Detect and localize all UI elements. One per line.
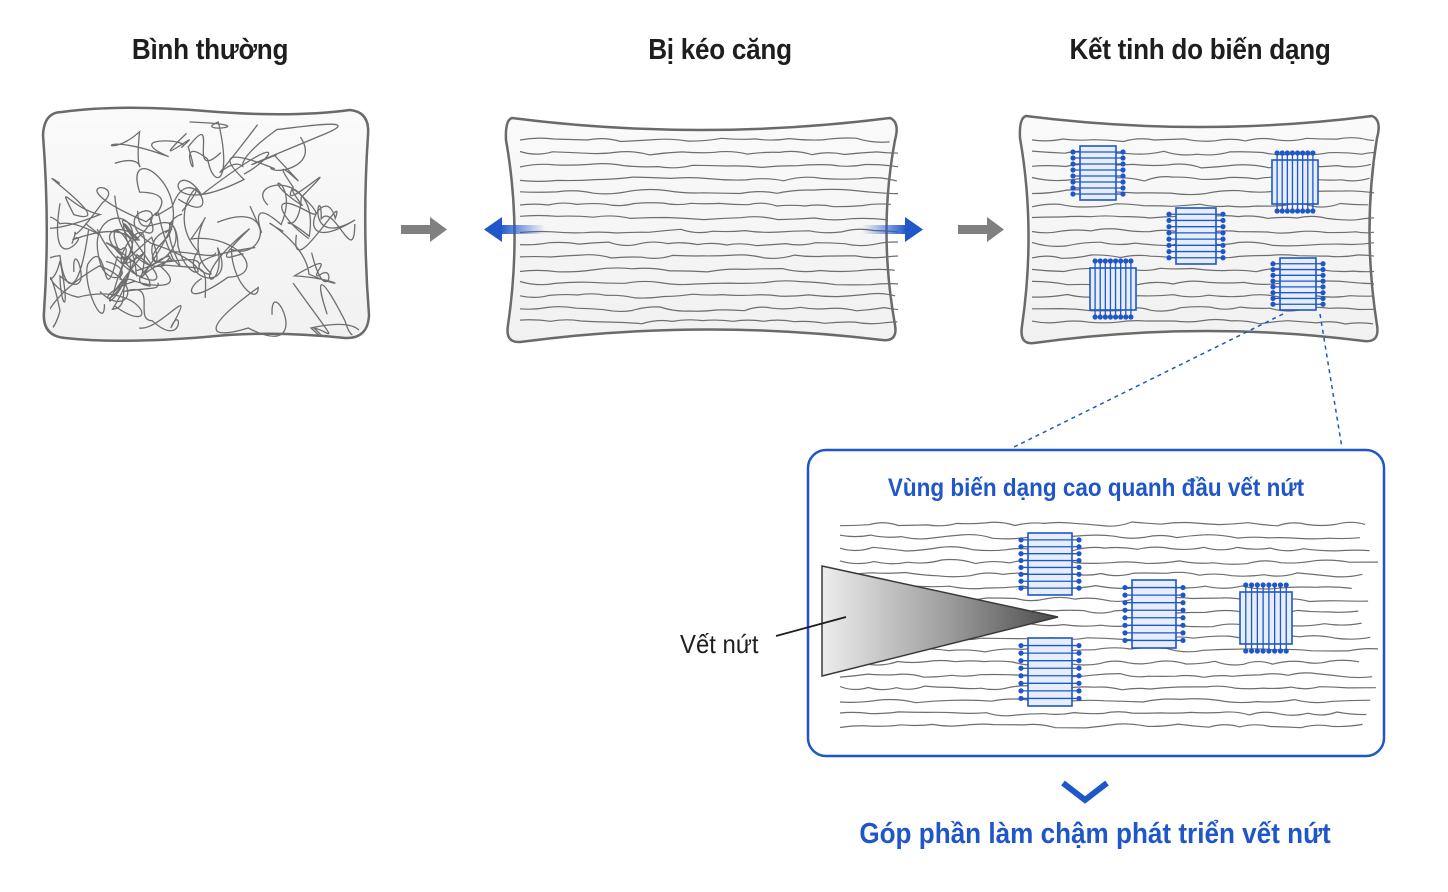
crystallite: [1271, 150, 1319, 214]
polymer-chain: [519, 214, 889, 221]
polymer-chain: [122, 221, 207, 299]
polymer-chain: [295, 205, 356, 251]
panel-title-normal: Bình thường: [131, 34, 289, 66]
polymer-chain: [113, 222, 177, 278]
polymer-chain: [519, 319, 898, 325]
polymer-chain: [839, 521, 1366, 527]
zoom-box-title: Vùng biến dạng cao quanh đầu vết nứt: [887, 474, 1305, 502]
polymer-chain: [839, 723, 1363, 729]
stretch-arrow-left: [484, 217, 545, 242]
polymer-chain: [519, 292, 896, 299]
polymer-chain: [839, 584, 1352, 590]
polymer-chain: [839, 546, 1370, 552]
polymer-chain: [519, 228, 898, 234]
stretch-arrow-right: [862, 217, 923, 242]
polymer-chain: [519, 176, 897, 182]
arrow-right-2: [958, 217, 1004, 242]
panel-crystallized: [1018, 114, 1380, 345]
crystallite: [1270, 257, 1326, 311]
crystallite-group: [1018, 532, 1293, 707]
polymer-chain: [108, 231, 217, 302]
polymer-chain: [71, 187, 183, 267]
panel-normal-frame: [41, 106, 371, 342]
crystallite: [1070, 145, 1126, 201]
polymer-chain: [839, 571, 1363, 578]
crack-wedge: [821, 565, 1059, 677]
polymer-chain: [519, 188, 898, 195]
polymer-chain: [519, 137, 890, 143]
polymer-chain: [292, 282, 362, 337]
polymer-chain: [249, 182, 317, 240]
crack-label: Vết nứt: [680, 629, 759, 659]
polymer-chain: [96, 195, 141, 279]
polymer-chain: [1031, 137, 1374, 143]
crystallite: [1239, 582, 1293, 654]
crystallite-group: [1070, 145, 1326, 320]
polymer-chain: [519, 254, 898, 260]
polymer-chain: [110, 130, 190, 168]
zoom-connector-lines: [1011, 313, 1343, 449]
tangled-polymer-chains: [50, 121, 362, 337]
polymer-chain: [262, 154, 321, 238]
panel-stretched-frame: [504, 116, 898, 344]
crack-label-leader: [775, 616, 847, 637]
polymer-chain: [519, 150, 898, 156]
polymer-chain: [1031, 202, 1369, 208]
polymer-chain: [519, 163, 898, 169]
polymer-chain: [124, 282, 182, 332]
zoom-box: [775, 448, 1386, 758]
polymer-chain: [269, 222, 336, 284]
polymer-chain: [181, 187, 251, 280]
panel-title-stretched: Bị kéo căng: [648, 34, 792, 66]
polymer-chain: [215, 216, 287, 337]
polymer-chain: [519, 241, 898, 247]
polymer-chain: [187, 121, 229, 179]
polymer-chain: [56, 203, 134, 314]
polymer-chain: [519, 280, 898, 286]
polymer-chain: [839, 711, 1367, 717]
panel-title-crystallized: Kết tinh do biến dạng: [1069, 34, 1331, 66]
chevron-down-icon: [1061, 780, 1109, 804]
crystallite: [1122, 579, 1186, 649]
polymer-chain: [839, 685, 1376, 691]
zoom-box-frame: [806, 448, 1386, 758]
polymer-chain: [839, 672, 1373, 679]
arrow-right-1: [401, 217, 447, 242]
polymer-chain: [96, 228, 158, 311]
panel-normal: [41, 106, 371, 342]
polymer-chain: [519, 306, 898, 313]
crystallite: [1089, 258, 1137, 320]
polymer-chain: [839, 698, 1371, 704]
crystallite: [1018, 532, 1082, 596]
aligned-polymer-chains: [519, 137, 898, 325]
polymer-chain: [50, 229, 90, 303]
crystallite: [1166, 207, 1226, 265]
polymer-chain: [839, 533, 1360, 540]
polymer-chain: [177, 136, 306, 196]
polymer-chain: [121, 210, 199, 273]
conclusion-text: Góp phần làm chậm phát triển vết nứt: [859, 818, 1331, 850]
crystallite: [1018, 637, 1082, 707]
polymer-chain: [519, 202, 891, 208]
polymer-chain: [50, 177, 103, 235]
polymer-chain: [839, 558, 1378, 565]
polymer-chain: [839, 659, 1360, 667]
panel-stretched: [484, 116, 923, 344]
polymer-chain: [1031, 318, 1374, 325]
polymer-chain: [519, 267, 895, 273]
